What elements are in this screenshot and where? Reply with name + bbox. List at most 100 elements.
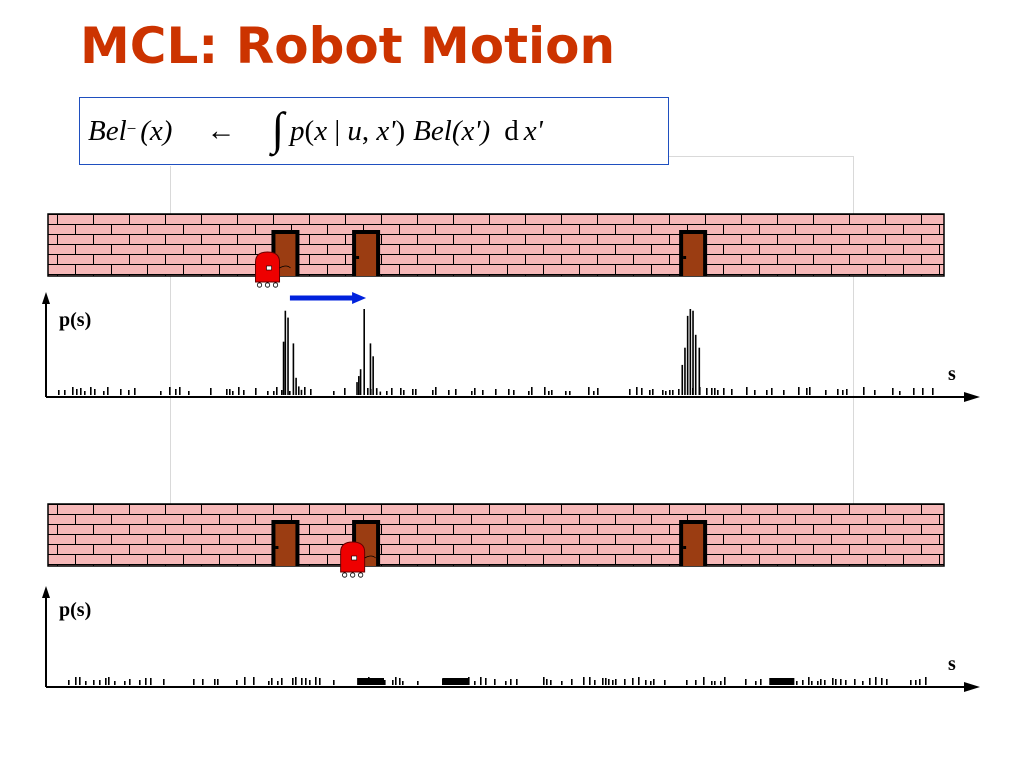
particle — [271, 678, 273, 685]
particle — [817, 681, 819, 685]
particle — [899, 391, 901, 395]
particle — [386, 391, 388, 395]
particle — [624, 679, 626, 685]
particle — [550, 680, 552, 685]
particle — [653, 679, 655, 685]
particle — [333, 391, 335, 395]
door — [275, 524, 296, 566]
particle — [551, 390, 553, 395]
belief-peak — [369, 343, 372, 395]
motion-arrow-shaft — [289, 295, 357, 301]
y-axis-label-bottom: p(s) — [59, 599, 91, 621]
belief-peak — [692, 310, 694, 395]
door-handle — [356, 256, 360, 259]
particle — [432, 390, 434, 395]
belief-peak — [295, 377, 297, 395]
particle — [632, 678, 634, 685]
particle — [273, 391, 275, 395]
particle — [546, 679, 548, 685]
particle — [310, 389, 312, 395]
particle — [760, 679, 762, 685]
slide-title: MCL: Robot Motion — [80, 17, 616, 75]
particle — [862, 681, 864, 685]
particle — [638, 677, 640, 685]
particle — [863, 387, 865, 395]
guide-line-left — [170, 166, 171, 506]
particle — [315, 677, 317, 685]
formula-bel-arg: (x') — [451, 114, 491, 147]
particle — [602, 678, 604, 685]
particle-cluster — [769, 678, 795, 685]
belief-peak — [356, 382, 358, 395]
door — [683, 524, 704, 566]
formula-u: u — [347, 114, 362, 147]
particle — [875, 677, 877, 685]
particle — [835, 679, 837, 685]
particle — [367, 388, 369, 395]
particle — [724, 677, 726, 685]
particle — [494, 679, 496, 685]
particle — [150, 678, 152, 685]
particle — [832, 678, 834, 685]
particle — [597, 388, 599, 395]
belief-peak — [359, 369, 362, 395]
particle — [229, 389, 231, 395]
particle — [662, 390, 664, 395]
particle — [886, 679, 888, 685]
particle — [913, 388, 915, 395]
particle — [214, 679, 216, 685]
particle — [641, 388, 643, 395]
particle — [910, 680, 912, 685]
particle — [482, 390, 484, 395]
particle — [824, 680, 826, 685]
particle — [64, 390, 66, 395]
particle — [837, 389, 839, 395]
robot-sensor — [351, 555, 357, 561]
particle — [755, 681, 757, 685]
robot-bottom — [340, 541, 376, 578]
belief-peak — [358, 376, 360, 395]
particle — [277, 681, 279, 685]
particle — [510, 679, 512, 685]
door-handle — [275, 546, 279, 549]
particle — [892, 388, 894, 395]
particle — [79, 677, 81, 685]
robot-top — [255, 251, 291, 288]
particle — [932, 388, 934, 395]
particle — [615, 679, 617, 685]
robot-antenna — [364, 555, 376, 559]
x-axis-label-top: s — [948, 363, 956, 385]
formula-arrow: ← — [206, 114, 236, 147]
particle — [594, 680, 596, 685]
particle — [175, 389, 177, 395]
particle — [268, 681, 270, 685]
formula-dx: x' — [523, 114, 543, 147]
particle — [58, 390, 60, 395]
particle — [629, 389, 631, 395]
particle — [448, 390, 450, 395]
robot-sensor — [266, 265, 272, 271]
particle — [669, 390, 671, 395]
particle — [485, 678, 487, 685]
particle — [869, 678, 871, 685]
particle — [114, 681, 116, 685]
particle — [145, 678, 147, 685]
particle — [169, 387, 171, 395]
particle — [455, 389, 457, 395]
particle — [412, 389, 414, 395]
belief-peak — [684, 347, 686, 395]
formula-p: p — [290, 114, 305, 147]
particle — [253, 677, 255, 685]
particle — [68, 680, 70, 685]
formula-close-paren: ) — [395, 114, 406, 147]
particle — [846, 389, 848, 395]
particle — [281, 390, 283, 395]
wall-bottom — [47, 503, 945, 567]
particle — [665, 391, 667, 395]
motion-arrow — [289, 292, 367, 304]
particle — [588, 387, 590, 395]
particle — [244, 677, 246, 685]
particle — [103, 391, 105, 395]
door — [683, 234, 704, 276]
particle — [516, 679, 518, 685]
